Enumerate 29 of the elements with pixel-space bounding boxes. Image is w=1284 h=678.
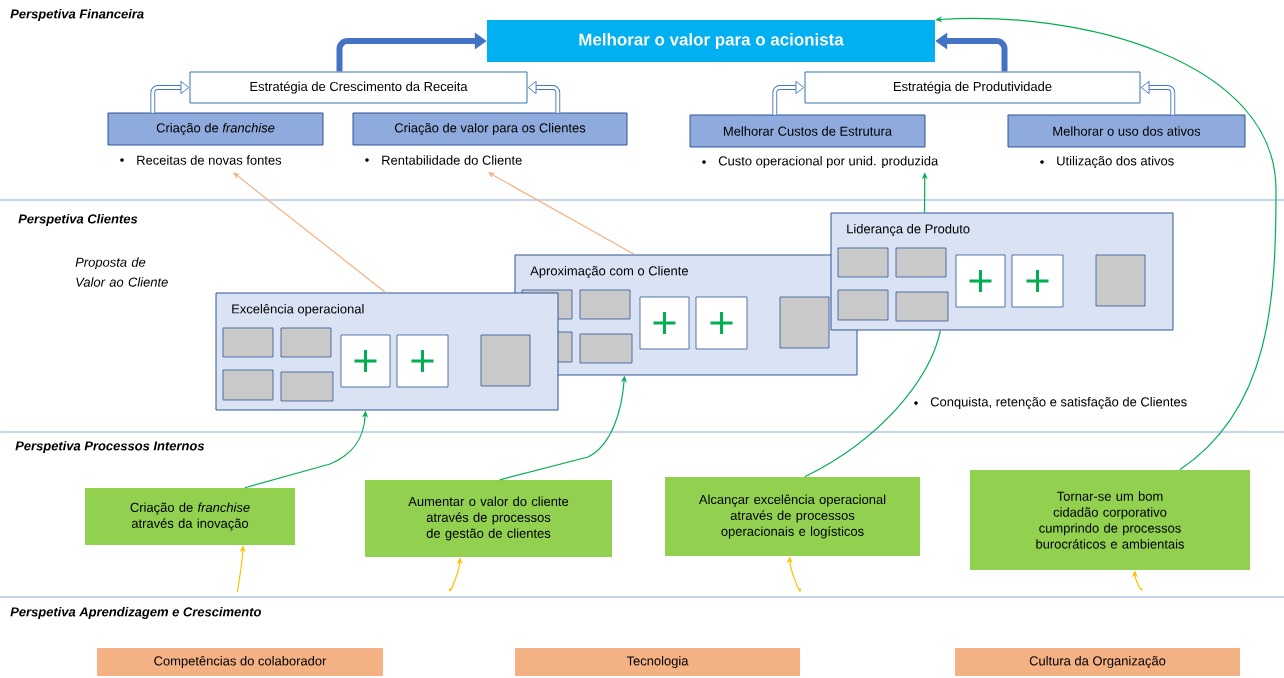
process-box: Criação de franchise através da inovação <box>85 488 295 545</box>
hollow-arrow <box>1140 80 1176 115</box>
bullet-item: Conquista, retenção e satisfação de Clientes <box>914 396 1187 410</box>
capability-box: Competências do colaborador <box>97 648 383 676</box>
process-box: Tornar-se um bom cidadão corporativo cumprindo de processos burocráticos e ambientais <box>970 470 1250 570</box>
strategy-box: Estratégia de Crescimento da Receita <box>189 71 528 104</box>
hollow-arrow <box>772 80 805 115</box>
objective-box: Criação de franchise <box>107 112 324 146</box>
bullet-item: Custo operacional por unid. produzida <box>702 155 939 169</box>
process-box: Aumentar o valor do cliente através de processos de gestão de clientes <box>365 480 612 557</box>
section-heading: Perspetiva Clientes <box>18 213 138 227</box>
goal-box: Melhorar o valor para o acionista <box>487 20 935 62</box>
section-heading: Perspetiva Financeira <box>10 8 144 22</box>
bullet-item: Receitas de novas fontes <box>120 155 282 165</box>
section-note: Proposta de Valor ao Cliente <box>75 257 168 287</box>
hollow-arrow <box>527 80 561 113</box>
objective-box: Melhorar o uso dos ativos <box>1007 114 1246 148</box>
objective-box: Criação de valor para os Clientes <box>352 112 628 146</box>
strategy-box: Estratégia de Produtividade <box>804 71 1141 104</box>
section-heading: Perspetiva Aprendizagem e Crescimento <box>10 606 261 620</box>
connector-line <box>804 329 942 478</box>
section-heading: Perspetiva Processos Internos <box>15 440 205 454</box>
capability-box: Tecnologia <box>515 648 800 676</box>
bullet-item: Rentabilidade do Cliente <box>365 155 522 165</box>
process-box: Alcançar excelência operacional através de processos operacionais e logísticos <box>665 477 920 556</box>
bullet-item: Utilização dos ativos <box>1040 155 1174 169</box>
objective-box: Melhorar Custos de Estrutura <box>689 114 926 148</box>
capability-box: Cultura da Organização <box>955 648 1240 676</box>
hollow-arrow <box>150 80 190 113</box>
